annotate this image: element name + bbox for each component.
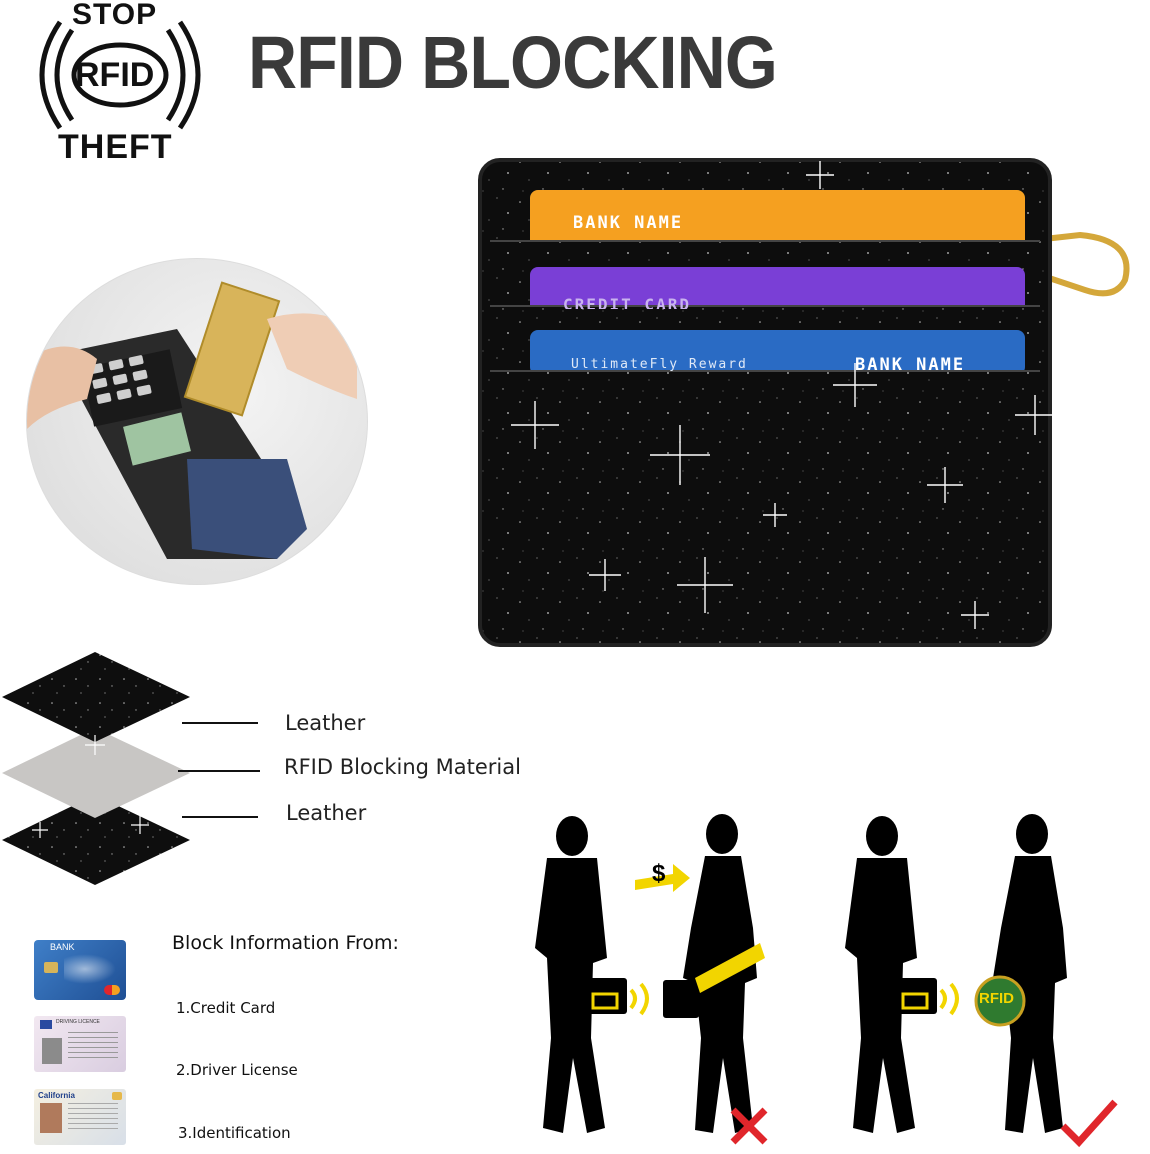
block-item-credit-card: 1.Credit Card: [176, 999, 276, 1017]
badge-middle-text: RFID: [75, 56, 155, 94]
leader-line-top: [182, 722, 258, 724]
card-reward-label: UltimateFly Reward: [571, 357, 748, 371]
layer-label-rfid-material: RFID Blocking Material: [284, 755, 521, 779]
driver-license-thumbnail: DRIVING LICENCE: [34, 1016, 126, 1072]
driver-license-thumb-text: DRIVING LICENCE: [56, 1019, 100, 1025]
card-credit-label: CREDIT CARD: [563, 295, 691, 309]
layers-illustration: [2, 652, 190, 885]
license-text-lines: [68, 1032, 118, 1062]
stop-rfid-badge: [20, 0, 220, 170]
rfid-shield-badge: RFID: [979, 990, 1014, 1007]
id-card-thumb-text: California: [38, 1091, 75, 1100]
id-text-lines: [68, 1103, 118, 1133]
payment-terminal-photo: [26, 258, 368, 585]
id-state-seal-icon: [112, 1092, 122, 1100]
block-item-driver-license: 2.Driver License: [176, 1061, 298, 1079]
credit-card-thumb-text: BANK: [50, 942, 75, 952]
card-terminal-illustration: [27, 281, 357, 559]
dollar-sign-label: $: [652, 860, 666, 887]
wallet-illustration: [478, 158, 1130, 647]
material-layers-diagram: [0, 650, 200, 890]
badge-bottom-text: THEFT: [58, 128, 173, 166]
license-photo-icon: [42, 1038, 62, 1064]
card-wallet: BANK NAME CREDIT CARD UltimateFly Reward…: [475, 155, 1150, 650]
rfid-signal-icon: [39, 20, 201, 130]
card-bank-name-label: BANK NAME: [573, 213, 684, 233]
rfid-theft-scene: $ RFID: [495, 808, 1135, 1150]
eu-flag-icon: [40, 1020, 52, 1029]
id-photo-icon: [40, 1103, 62, 1133]
badge-top-text: STOP: [72, 0, 158, 31]
leader-line-middle: [178, 770, 260, 772]
leader-line-bottom: [182, 816, 258, 818]
block-item-identification: 3.Identification: [178, 1124, 291, 1142]
layer-label-leather-top: Leather: [285, 711, 366, 735]
page-title: RFID BLOCKING: [248, 21, 778, 104]
card-bank-name-2-label: BANK NAME: [855, 355, 966, 371]
block-info-title: Block Information From:: [172, 932, 399, 954]
silhouettes-illustration: [535, 814, 1118, 1148]
id-card-thumbnail: California: [34, 1089, 126, 1145]
credit-card-thumbnail: BANK: [34, 940, 126, 1000]
layer-label-leather-bottom: Leather: [286, 801, 367, 825]
chip-icon: [44, 962, 58, 973]
world-map-icon: [64, 954, 116, 984]
card-brand-icon: [104, 985, 120, 995]
